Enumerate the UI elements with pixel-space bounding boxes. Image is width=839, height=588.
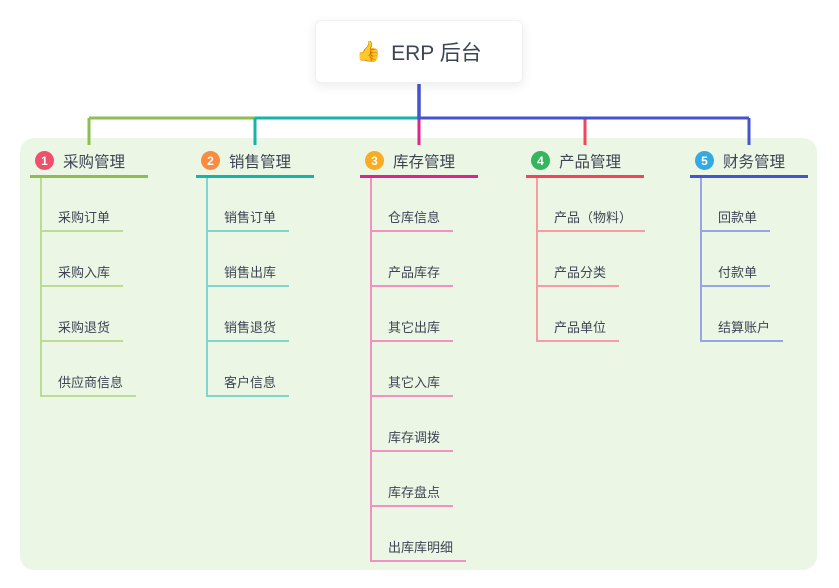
branch-topic-4[interactable]: 4 产品管理 xyxy=(526,146,644,178)
child-topic[interactable]: 其它入库 xyxy=(370,365,454,397)
child-topic[interactable]: 结算账户 xyxy=(700,310,784,342)
child-topic[interactable]: 产品单位 xyxy=(536,310,620,342)
child-topic[interactable]: 产品分类 xyxy=(536,255,620,287)
child-topic[interactable]: 回款单 xyxy=(700,200,771,232)
branch-topic-label: 库存管理 xyxy=(393,153,456,171)
child-topic[interactable]: 产品（物料） xyxy=(536,200,646,232)
priority-badge-4: 4 xyxy=(531,151,550,170)
branch-topic-label: 产品管理 xyxy=(559,153,622,171)
child-topic[interactable]: 供应商信息 xyxy=(40,365,137,397)
branch-spine xyxy=(536,178,538,342)
child-topic[interactable]: 采购退货 xyxy=(40,310,124,342)
branch-spine xyxy=(370,178,372,562)
child-topic[interactable]: 库存盘点 xyxy=(370,475,454,507)
branch-topic-1[interactable]: 1 采购管理 xyxy=(30,146,148,178)
child-topic[interactable]: 出库库明细 xyxy=(370,530,467,562)
priority-badge-2: 2 xyxy=(201,151,220,170)
priority-badge-5: 5 xyxy=(695,151,714,170)
child-topic[interactable]: 销售出库 xyxy=(206,255,290,287)
priority-badge-1: 1 xyxy=(35,151,54,170)
branch-topic-label: 财务管理 xyxy=(723,153,786,171)
child-topic[interactable]: 采购订单 xyxy=(40,200,124,232)
root-topic[interactable]: 👍 ERP 后台 xyxy=(315,20,523,83)
child-topic[interactable]: 产品库存 xyxy=(370,255,454,287)
branch-topic-5[interactable]: 5 财务管理 xyxy=(690,146,808,178)
branch-spine xyxy=(206,178,208,397)
child-topic[interactable]: 付款单 xyxy=(700,255,771,287)
child-topic[interactable]: 库存调拨 xyxy=(370,420,454,452)
branch-topic-label: 销售管理 xyxy=(229,153,292,171)
priority-badge-3: 3 xyxy=(365,151,384,170)
branch-spine xyxy=(700,178,702,342)
branch-topic-2[interactable]: 2 销售管理 xyxy=(196,146,314,178)
child-topic[interactable]: 销售订单 xyxy=(206,200,290,232)
root-topic-label: ERP 后台 xyxy=(391,41,482,65)
branch-topic-label: 采购管理 xyxy=(63,153,126,171)
child-topic[interactable]: 销售退货 xyxy=(206,310,290,342)
thumbs-up-icon: 👍 xyxy=(356,41,382,63)
branch-spine xyxy=(40,178,42,397)
child-topic[interactable]: 其它出库 xyxy=(370,310,454,342)
child-topic[interactable]: 采购入库 xyxy=(40,255,124,287)
branch-topic-3[interactable]: 3 库存管理 xyxy=(360,146,478,178)
child-topic[interactable]: 仓库信息 xyxy=(370,200,454,232)
child-topic[interactable]: 客户信息 xyxy=(206,365,290,397)
branches-panel xyxy=(20,138,817,570)
